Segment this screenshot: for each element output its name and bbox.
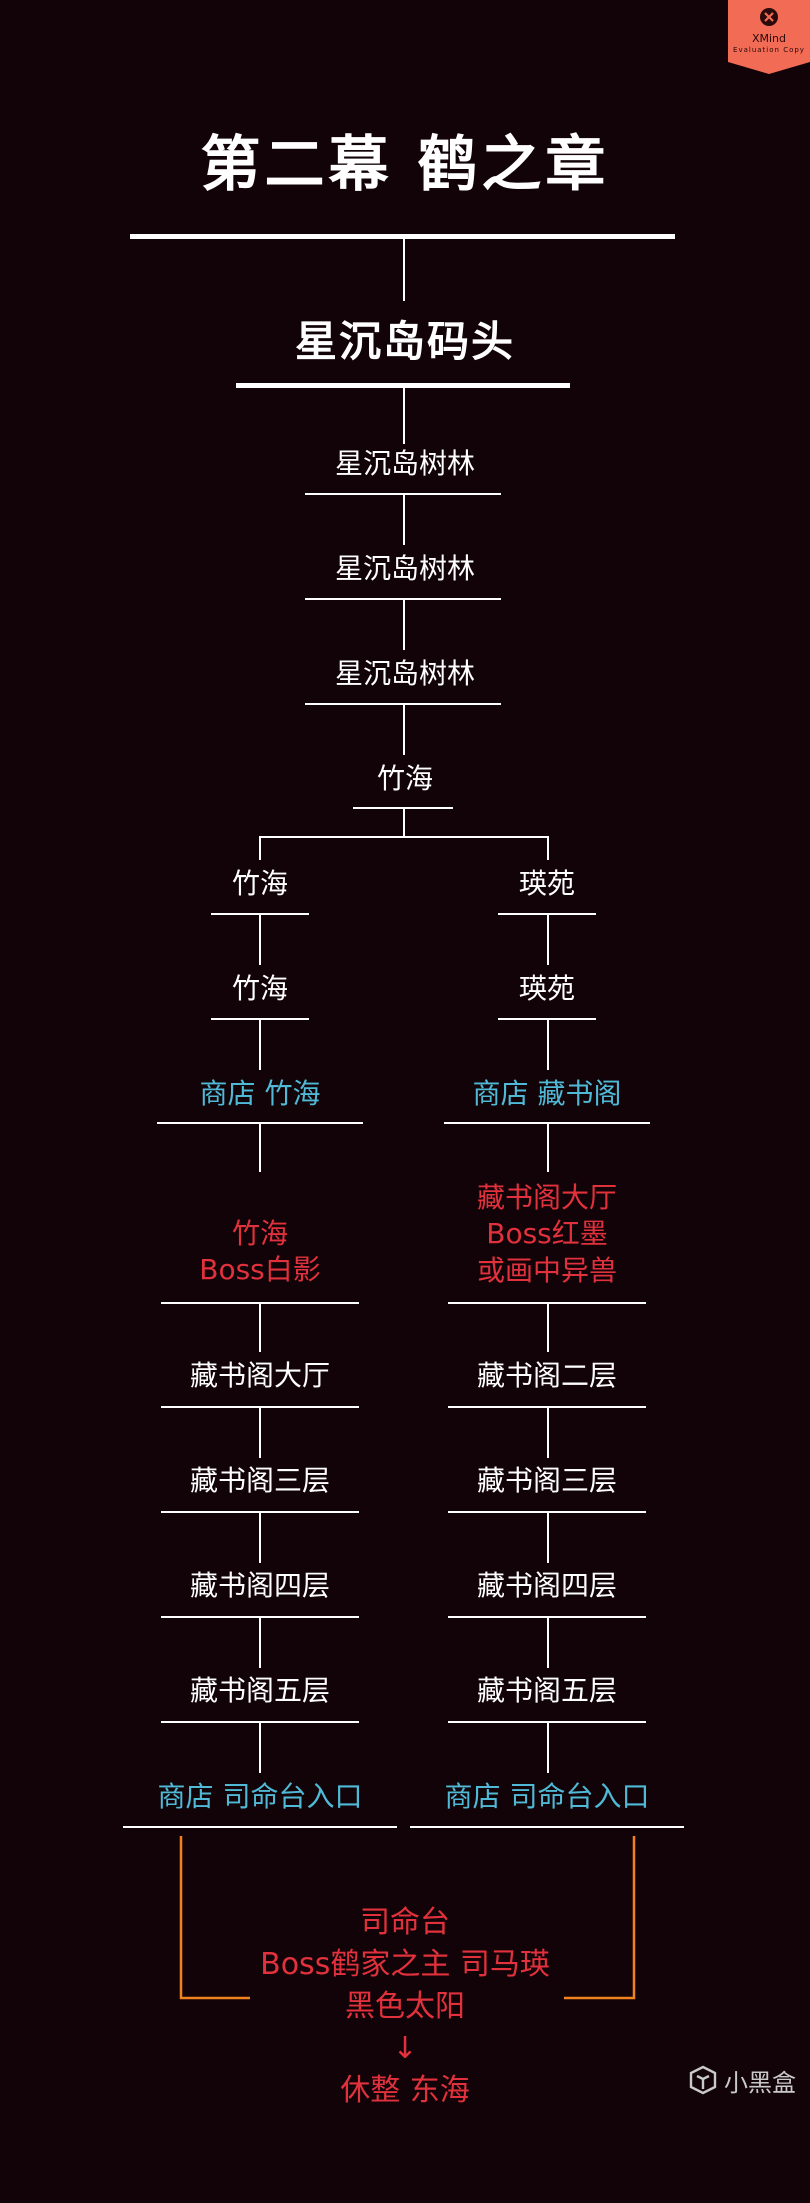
left-boss-node: 竹海 Boss白影 [110,1216,410,1289]
page-title: 第二幕 鹤之章 [200,130,610,200]
node-underline [211,913,309,915]
finale-rest: 休整 东海 [340,2073,470,2108]
right-floor-4: 藏书阁四层 [476,1569,617,1602]
connector [259,1124,261,1172]
trunk-node-bamboo: 竹海 [376,762,433,795]
connector [259,836,261,860]
down-arrow-icon: ↓ [392,2031,418,2066]
node-underline [305,703,501,705]
node-underline [161,1302,359,1304]
connector [403,705,405,755]
right-floor-5: 藏书阁五层 [476,1674,617,1707]
connector [547,1513,549,1563]
badge-shape-icon [728,0,810,74]
right-boss-location: 藏书阁大厅 [476,1181,617,1214]
connector [403,388,405,444]
left-floor-hall: 藏书阁大厅 [189,1359,330,1392]
connector [403,239,405,301]
node-underline [448,1616,646,1618]
left-floor-5: 藏书阁五层 [189,1674,330,1707]
connector [547,1304,549,1352]
right-floor-2: 藏书阁二层 [476,1359,617,1392]
node-underline [123,1826,397,1828]
node-underline [498,913,596,915]
connector [547,1124,549,1172]
heihe-logo: 小黑盒 [688,2060,796,2100]
connector [547,1020,549,1070]
left-boss-location: 竹海 [231,1217,288,1250]
trunk-node-forest-1: 星沉岛树林 [334,447,475,480]
right-shop-library: 商店 藏书阁 [472,1077,622,1110]
left-shop-bamboo: 商店 竹海 [199,1077,321,1110]
connector [547,836,549,860]
connector [259,1304,261,1352]
left-shop-entrance: 商店 司命台入口 [157,1780,363,1813]
node-underline [305,493,501,495]
node-underline [353,807,453,809]
connector [259,915,261,965]
node-underline [161,1721,359,1723]
node-underline [410,1826,684,1828]
left-node-bamboo-1: 竹海 [231,867,288,900]
right-boss-alt: 或画中异兽 [476,1253,617,1287]
heihe-box-icon [689,2065,717,2095]
subtitle-underline [236,383,570,388]
connector [403,600,405,650]
connector [259,1020,261,1070]
connector [403,495,405,545]
node-underline [448,1406,646,1408]
node-underline [444,1122,650,1124]
connector [547,915,549,965]
connector [547,1618,549,1668]
node-underline [498,1018,596,1020]
connector [403,809,405,837]
trunk-node-forest-2: 星沉岛树林 [334,552,475,585]
right-floor-3: 藏书阁三层 [476,1464,617,1497]
node-underline [161,1511,359,1513]
node-underline [448,1511,646,1513]
right-boss-name: Boss红墨 [486,1217,608,1251]
connector [547,1408,549,1458]
node-underline [448,1302,646,1304]
node-underline [305,598,501,600]
node-underline [157,1122,363,1124]
branch-split-line [259,836,549,838]
heihe-logo-text: 小黑盒 [724,2068,796,2097]
left-floor-3: 藏书阁三层 [189,1464,330,1497]
finale-location: 司命台 [360,1905,450,1940]
finale-node: 司命台 Boss鹤家之主 司马瑛 黑色太阳 ↓ 休整 东海 [0,1902,810,2112]
connector [259,1618,261,1668]
right-boss-node: 藏书阁大厅 Boss红墨 或画中异兽 [397,1180,697,1289]
subtitle-node: 星沉岛码头 [294,317,515,366]
left-floor-4: 藏书阁四层 [189,1569,330,1602]
connector [259,1513,261,1563]
xmind-watermark-badge: XMind Evaluation Copy [728,0,810,74]
node-underline [448,1721,646,1723]
right-node-garden-1: 瑛苑 [518,867,575,900]
right-node-garden-2: 瑛苑 [518,972,575,1005]
left-node-bamboo-2: 竹海 [231,972,288,1005]
node-underline [161,1406,359,1408]
badge-brand: XMind [751,32,787,45]
trunk-node-forest-3: 星沉岛树林 [334,657,475,690]
connector [259,1723,261,1773]
left-boss-name: Boss白影 [199,1253,321,1287]
right-shop-entrance: 商店 司命台入口 [444,1780,650,1813]
node-underline [161,1616,359,1618]
connector [259,1408,261,1458]
node-underline [211,1018,309,1020]
finale-phase: 黑色太阳 [345,1989,465,2024]
finale-boss: Boss鹤家之主 司马瑛 [260,1947,550,1982]
badge-note: Evaluation Copy [733,46,805,54]
title-underline [130,234,675,239]
connector [547,1723,549,1773]
